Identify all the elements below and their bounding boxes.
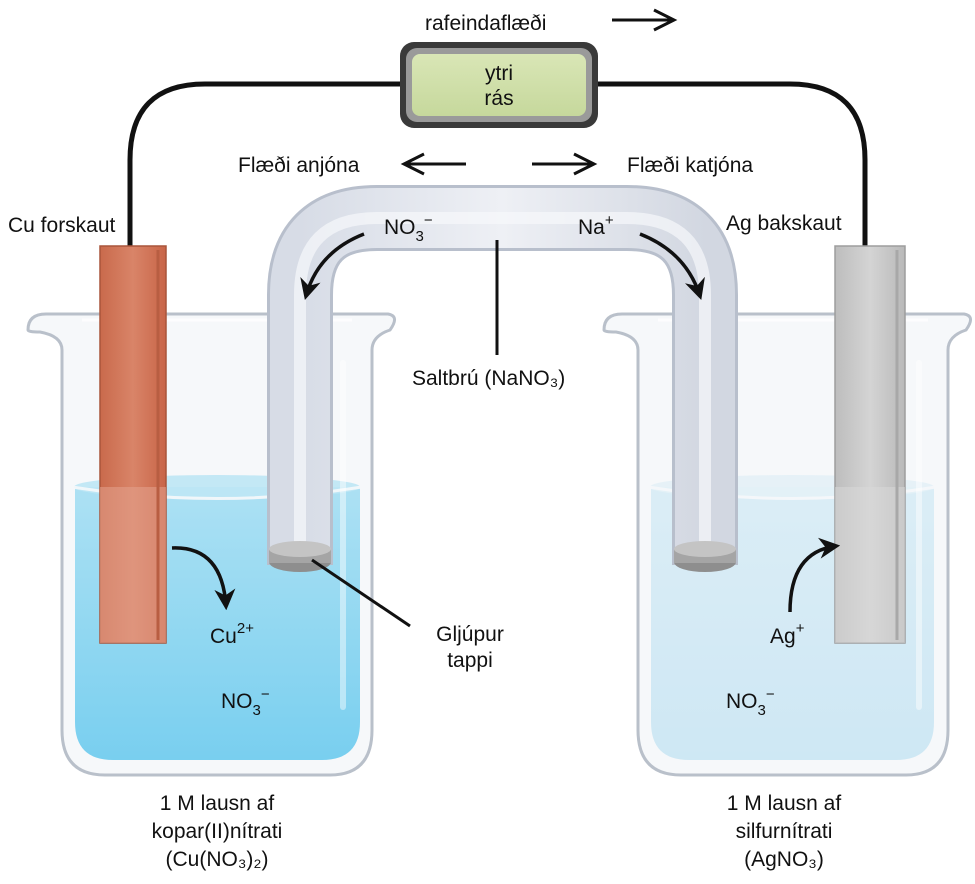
porous-plug-label-line2: tappi	[447, 649, 493, 672]
salt-bridge	[267, 185, 738, 572]
bridge-anion-arrow-icon	[300, 232, 365, 301]
bridge-cation-label: Na+	[578, 212, 614, 239]
anion-flow-label: Flæði anjóna	[238, 154, 360, 177]
cathode-label: Ag bakskaut	[726, 212, 842, 235]
right-caption-line3: (AgNO₃)	[744, 848, 824, 871]
right-caption-line2: silfurnítrati	[736, 820, 833, 843]
right-ion-ag: Ag+	[770, 620, 805, 648]
cation-flow-arrow-icon	[532, 152, 598, 176]
right-beaker-glass	[602, 312, 972, 777]
porous-plug-pointer	[311, 558, 411, 628]
bridge-anion-label: NO3−	[384, 212, 433, 245]
anion-flow-arrow-icon	[400, 152, 466, 176]
right-ion-no3: NO3−	[726, 686, 775, 719]
bridge-cation-arrow-icon	[639, 232, 705, 301]
external-wire	[127, 81, 868, 250]
external-circuit-box: ytri rás	[400, 42, 598, 128]
ag-ion-arrow-icon	[788, 537, 841, 613]
left-caption-line1: 1 M lausn af	[160, 792, 275, 815]
electron-flow-label: rafeindaflæði	[425, 12, 546, 35]
left-beaker-glass	[26, 312, 396, 777]
right-beaker	[602, 312, 972, 777]
electron-flow-arrow-icon	[612, 8, 678, 32]
silver-electrode	[834, 245, 906, 644]
left-caption: 1 M lausn af kopar(II)nítrati (Cu(NO₃)₂)	[152, 792, 283, 871]
anode-label: Cu forskaut	[8, 214, 116, 237]
cu-ion-arrow-icon	[171, 546, 236, 611]
salt-bridge-label: Saltbrú (NaNO₃)	[412, 367, 565, 390]
left-caption-line3: (Cu(NO₃)₂)	[165, 848, 268, 871]
left-ion-no3: NO3−	[221, 686, 270, 719]
porous-plug-label-line1: Gljúpur	[436, 623, 504, 646]
right-caption-line1: 1 M lausn af	[727, 792, 842, 815]
right-caption: 1 M lausn af silfurnítrati (AgNO₃)	[727, 792, 842, 871]
external-circuit-label-line2: rás	[484, 87, 513, 110]
left-beaker	[26, 312, 396, 777]
external-circuit-label-line1: ytri	[485, 62, 513, 85]
left-ion-cu: Cu2+	[210, 620, 254, 648]
left-caption-line2: kopar(II)nítrati	[152, 820, 283, 843]
copper-electrode	[99, 245, 167, 644]
cation-flow-label: Flæði katjóna	[627, 154, 753, 177]
